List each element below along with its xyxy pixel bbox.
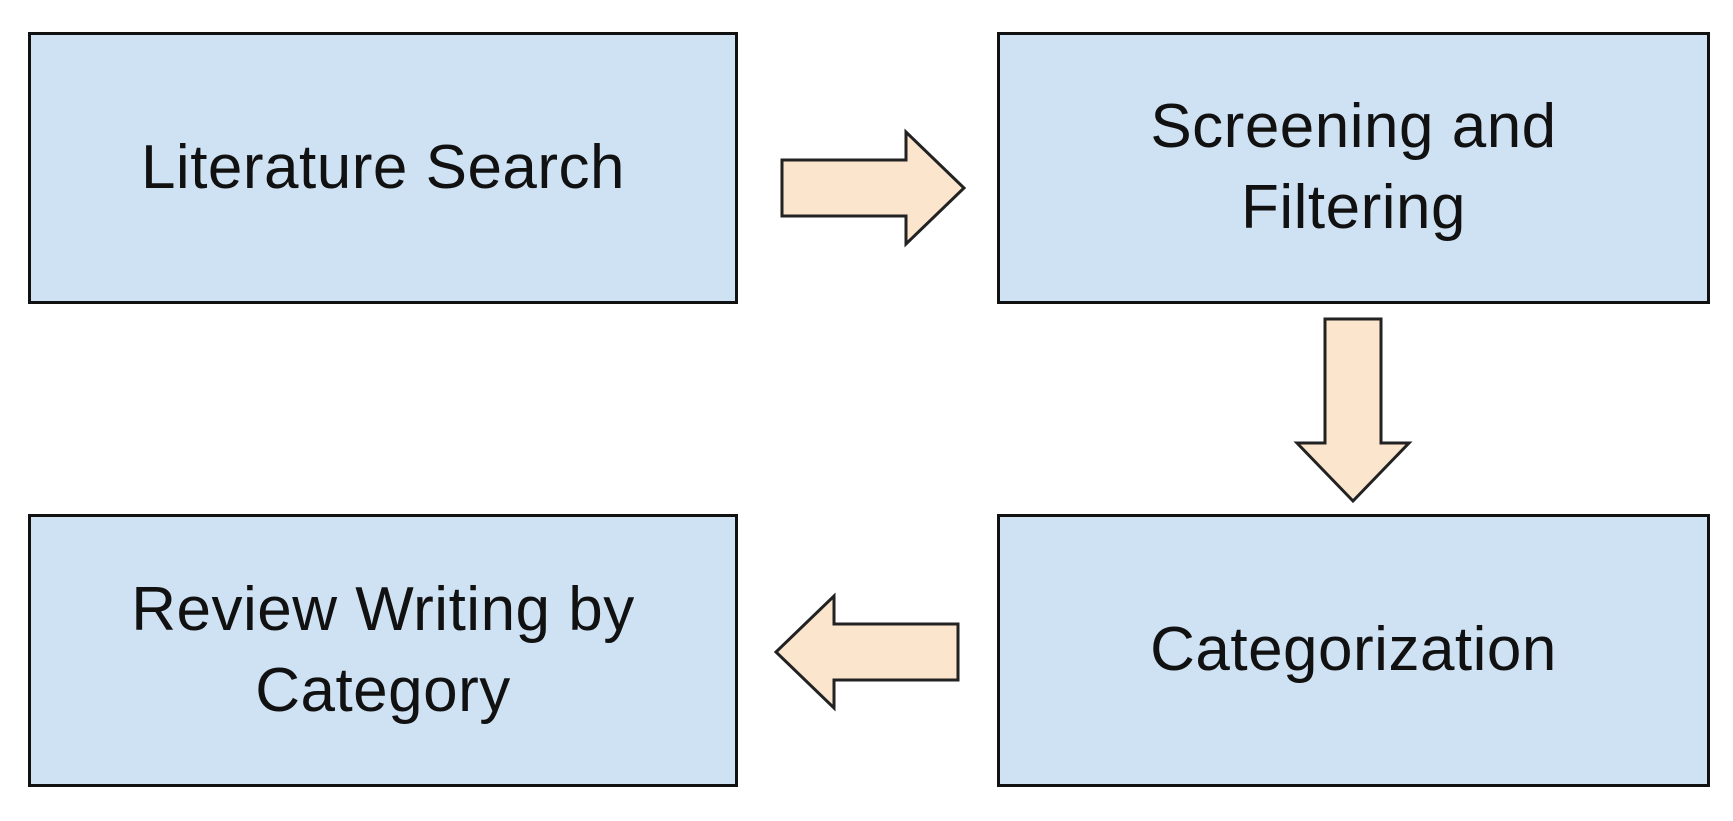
step-review-writing: Review Writing by Category — [28, 514, 738, 787]
step-label: Literature Search — [140, 132, 626, 202]
step-screening-filtering: Screening and Filtering — [997, 32, 1710, 304]
step-label: Screening and Filtering — [1150, 92, 1557, 242]
arrow-down-icon — [1293, 317, 1413, 504]
step-label: Categorization — [1150, 615, 1557, 685]
step-literature-search: Literature Search — [28, 32, 738, 304]
step-label: Review Writing by Category — [131, 574, 635, 725]
arrow-right-icon — [780, 128, 967, 248]
arrow-left-icon — [773, 592, 960, 712]
step-categorization: Categorization — [997, 514, 1710, 787]
